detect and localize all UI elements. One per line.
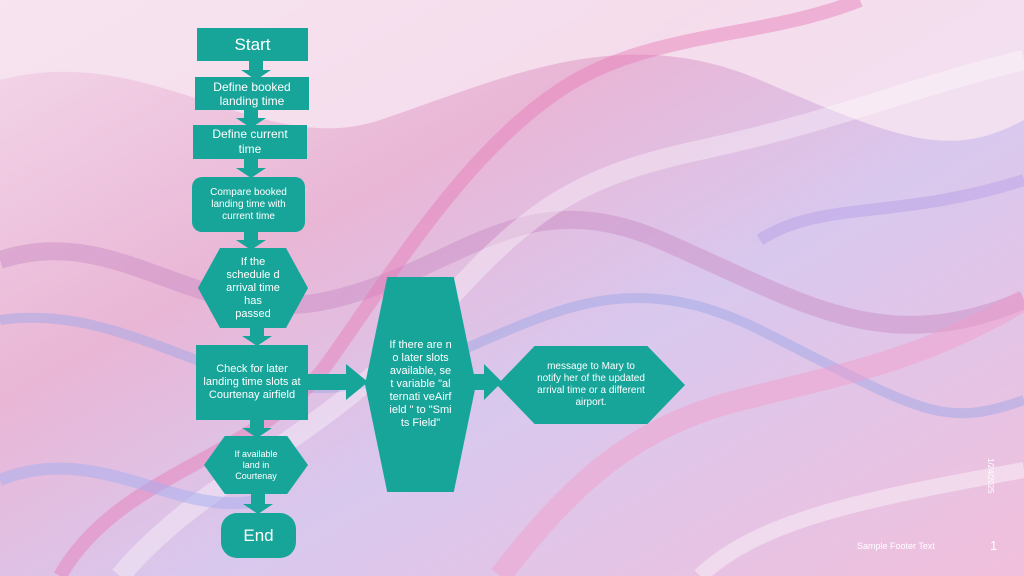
check-later-node: Check for later landing time slots at Co… <box>196 345 308 420</box>
if-no-slots-node: If there are no later slots available, s… <box>365 277 476 492</box>
arrow-define-to-current <box>236 108 266 128</box>
arrow-noslots-to-message <box>472 364 502 400</box>
start-node: Start <box>197 28 308 61</box>
message-node: message to Mary to notify her of the upd… <box>497 346 685 424</box>
if-passed-label: If the schedule d arrival time has passe… <box>226 255 280 320</box>
start-label: Start <box>234 34 271 54</box>
check-later-label: Check for later landing time slots at Co… <box>203 363 301 401</box>
footer-date: 1/24/2025 <box>986 458 995 494</box>
arrow-ifpassed-to-check <box>242 324 272 346</box>
define-current-label: Define current time <box>212 127 288 156</box>
message-label: message to Mary to notify her of the upd… <box>537 361 645 408</box>
define-booked-node: Define booked landing time <box>195 77 309 110</box>
define-booked-label: Define booked landing time <box>213 79 291 108</box>
if-no-slots-label: If there are no later slots available, s… <box>389 339 452 429</box>
arrow-ifavailable-to-end <box>243 492 273 514</box>
compare-label: Compare booked landing time with current… <box>210 186 287 222</box>
arrow-check-to-noslots <box>306 364 368 400</box>
if-passed-node: If the schedule d arrival time has passe… <box>198 248 308 328</box>
end-label: End <box>243 525 274 545</box>
if-available-node: If available land in Courtenay <box>204 436 308 494</box>
compare-node: Compare booked landing time with current… <box>192 177 305 232</box>
page-number: 1 <box>990 538 998 553</box>
arrow-current-to-compare <box>236 156 266 178</box>
if-available-label: If available land in Courtenay <box>234 448 278 481</box>
end-node: End <box>221 513 296 558</box>
arrow-compare-to-ifpassed <box>236 228 266 250</box>
footer-text: Sample Footer Text <box>857 541 935 551</box>
arrow-start-to-define <box>241 60 271 80</box>
define-current-node: Define current time <box>193 125 307 159</box>
arrow-check-to-ifavailable <box>242 418 272 438</box>
